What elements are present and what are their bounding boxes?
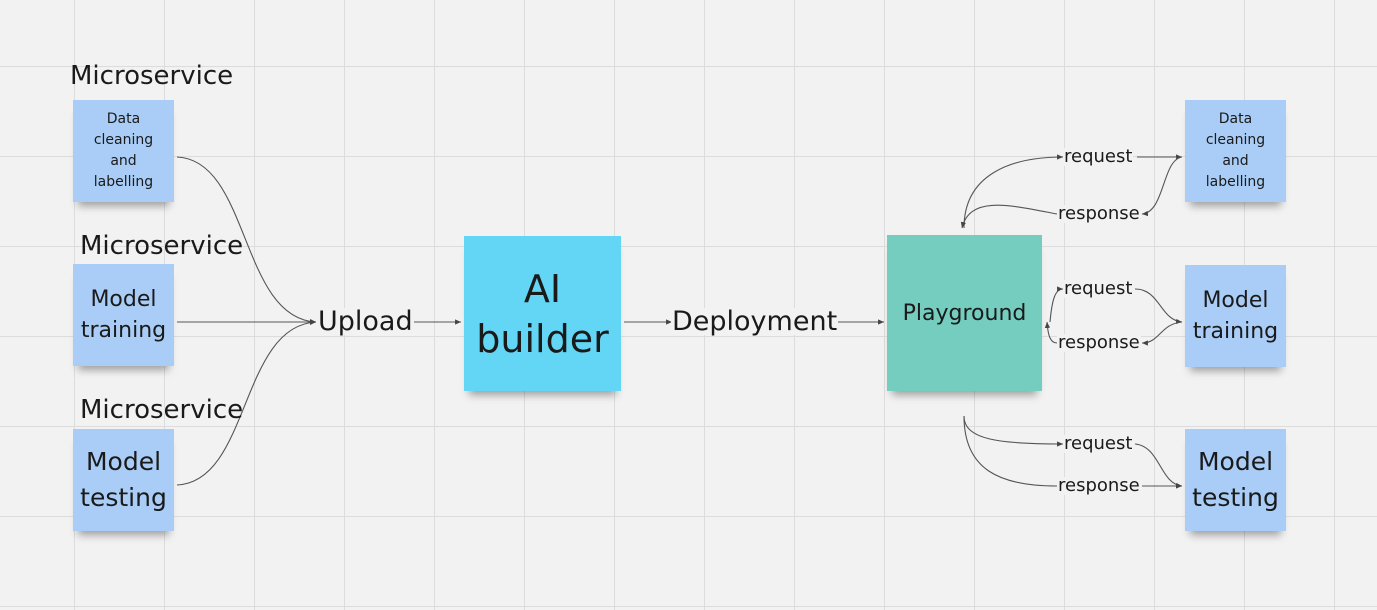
sticky-note-model-testing-right[interactable]: Model testing bbox=[1185, 429, 1286, 531]
connector-bottom-request-in[interactable] bbox=[1134, 443, 1183, 489]
response-label-bottom: response bbox=[1057, 475, 1141, 496]
note-text: Data cleaning and labelling bbox=[93, 111, 154, 190]
connector-data-cleaning-to-upload[interactable] bbox=[176, 156, 317, 325]
connector-mid-response-out[interactable] bbox=[1141, 321, 1183, 346]
sticky-note-model-training-right[interactable]: Model training bbox=[1185, 265, 1286, 367]
connector-mid-response-in[interactable] bbox=[1044, 321, 1058, 344]
request-label-top: request bbox=[1063, 146, 1134, 167]
response-label-middle: response bbox=[1057, 332, 1141, 353]
connector-top-response-out[interactable] bbox=[1141, 156, 1183, 217]
note-text: Model testing bbox=[80, 447, 167, 512]
sticky-note-data-cleaning-left[interactable]: Data cleaning and labelling bbox=[73, 100, 174, 202]
microservice-label-3: Microservice bbox=[80, 395, 244, 425]
sticky-note-model-training-left[interactable]: Model training bbox=[73, 264, 174, 366]
connector-bottom-response-out[interactable] bbox=[963, 415, 1058, 487]
upload-label: Upload bbox=[317, 306, 414, 337]
response-label-top: response bbox=[1057, 203, 1141, 224]
sticky-note-data-cleaning-right[interactable]: Data cleaning and labelling bbox=[1185, 100, 1286, 202]
request-label-middle: request bbox=[1063, 278, 1134, 299]
deployment-label: Deployment bbox=[671, 306, 839, 337]
connector-mid-request-out[interactable] bbox=[1049, 286, 1064, 323]
sticky-note-playground[interactable]: Playground bbox=[887, 235, 1042, 391]
sticky-note-model-testing-left[interactable]: Model testing bbox=[73, 429, 174, 531]
request-label-bottom: request bbox=[1063, 433, 1134, 454]
connector-mid-request-in[interactable] bbox=[1134, 288, 1183, 325]
note-text: Playground bbox=[902, 300, 1027, 326]
connector-bottom-request-out[interactable] bbox=[963, 415, 1064, 447]
connector-top-request-out[interactable] bbox=[963, 154, 1064, 229]
connector-top-response-in[interactable] bbox=[960, 204, 1058, 229]
note-text: AI builder bbox=[476, 266, 609, 361]
note-text: Model training bbox=[80, 287, 167, 343]
sticky-note-ai-builder[interactable]: AI builder bbox=[464, 236, 621, 391]
note-text: Model testing bbox=[1192, 447, 1279, 512]
microservice-label-1: Microservice bbox=[70, 61, 234, 91]
note-text: Data cleaning and labelling bbox=[1205, 111, 1266, 190]
note-text: Model training bbox=[1192, 288, 1279, 344]
connector-model-testing-to-upload[interactable] bbox=[176, 319, 317, 486]
microservice-label-2: Microservice bbox=[80, 231, 244, 261]
